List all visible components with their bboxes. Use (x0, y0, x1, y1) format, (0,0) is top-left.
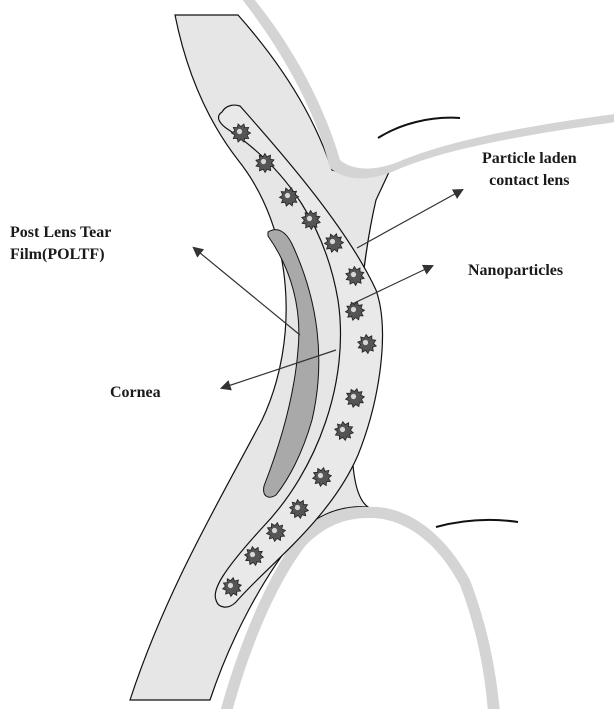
label-cornea: Cornea (110, 382, 161, 404)
lower-eyelash (436, 520, 518, 527)
label-poltf-line1: Post Lens Tear (10, 222, 111, 244)
label-particle-laden-line2: contact lens (482, 170, 577, 192)
label-particle-laden-line1: Particle laden (482, 148, 577, 170)
label-post-lens-tear-film: Post Lens Tear Film(POLTF) (10, 222, 111, 266)
label-poltf-line2: Film(POLTF) (10, 244, 111, 266)
label-particle-laden-contact-lens: Particle laden contact lens (482, 148, 577, 192)
label-nanoparticles: Nanoparticles (468, 260, 563, 282)
